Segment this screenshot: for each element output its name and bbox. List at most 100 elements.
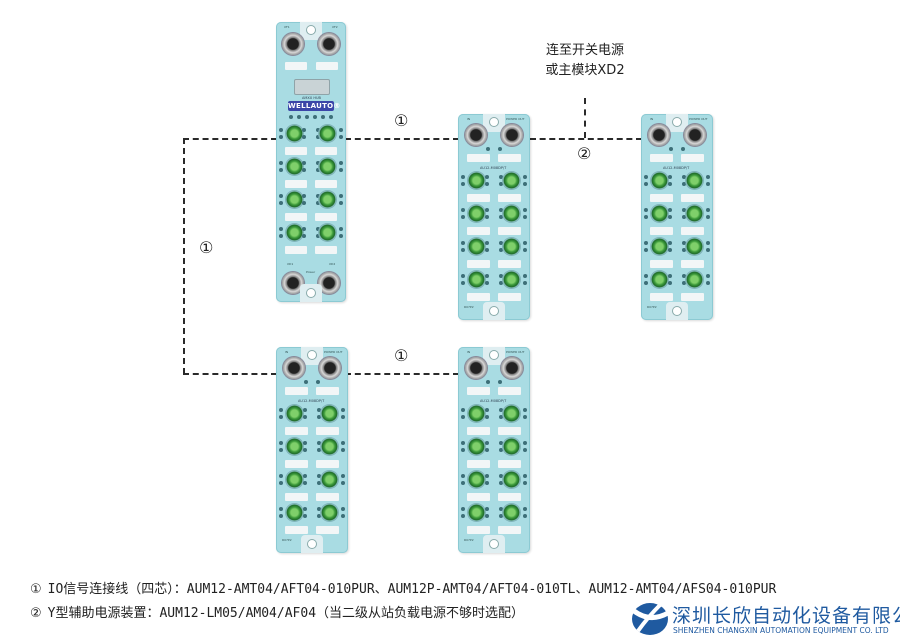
module-model: AU12-M08DP/T [663,166,690,170]
connector-in[interactable] [283,357,305,379]
status-led [316,380,320,384]
io-connector[interactable] [503,172,520,189]
io-connector[interactable] [468,405,485,422]
io-connector[interactable] [503,471,520,488]
port-label-in: IN [285,350,289,354]
status-led [499,175,503,179]
status-led [682,248,686,252]
io-connector[interactable] [686,172,703,189]
label-slot [498,526,521,534]
io-connector[interactable] [286,438,303,455]
io-connector[interactable] [319,224,336,241]
label-slot [316,62,338,70]
status-led [303,481,307,485]
io-connector[interactable] [503,504,520,521]
connector-xf1[interactable] [282,33,304,55]
io-connector[interactable] [286,125,303,142]
io-connector[interactable] [286,158,303,175]
status-led [523,175,527,179]
status-led [523,215,527,219]
io-connector[interactable] [503,238,520,255]
status-led [316,128,320,132]
status-led [316,227,320,231]
io-connector[interactable] [286,224,303,241]
status-led [681,147,685,151]
connector-xd1[interactable] [282,272,304,294]
status-led [499,241,503,245]
connector-in[interactable] [465,124,487,146]
status-led [644,175,648,179]
io-connector[interactable] [651,271,668,288]
callout-1-bottom: ① [394,346,409,365]
module-model: AU12-M08DP/T [298,399,325,403]
io-connector[interactable] [686,271,703,288]
label-slot [650,260,673,268]
io-connector[interactable] [503,205,520,222]
connector-in[interactable] [648,124,670,146]
status-led [302,135,306,139]
label-slot [315,147,337,155]
io-connector[interactable] [503,271,520,288]
status-led [279,135,283,139]
io-connector[interactable] [468,271,485,288]
io-connector[interactable] [686,238,703,255]
label-slot [467,526,490,534]
io-connector[interactable] [321,504,338,521]
io-connector[interactable] [319,158,336,175]
port-label-xd2: XD2 [329,262,336,266]
io-connector[interactable] [503,438,520,455]
connector-in[interactable] [465,357,487,379]
io-connector[interactable] [651,172,668,189]
status-led [339,161,343,165]
io-connector[interactable] [319,125,336,142]
io-connector[interactable] [321,405,338,422]
io-connector[interactable] [468,238,485,255]
io-connector[interactable] [468,438,485,455]
status-led [682,182,686,186]
status-led [302,168,306,172]
connector-power-out[interactable] [501,357,523,379]
io-connector[interactable] [286,405,303,422]
connector-xf2[interactable] [318,33,340,55]
io-connector[interactable] [468,471,485,488]
status-led [461,281,465,285]
io-connector[interactable] [468,172,485,189]
mount-hole [673,118,681,126]
io-connector[interactable] [503,405,520,422]
io-connector[interactable] [468,504,485,521]
io-connector[interactable] [286,471,303,488]
status-led [644,215,648,219]
io-connector[interactable] [286,191,303,208]
io-connector[interactable] [286,504,303,521]
status-led [499,415,503,419]
label-slot [467,387,490,395]
io-connector[interactable] [321,438,338,455]
io-connector[interactable] [651,238,668,255]
io-connector[interactable] [319,191,336,208]
status-led [317,441,321,445]
module-footer: R07P2 [282,538,292,542]
connector-power-out[interactable] [684,124,706,146]
io-connector[interactable] [321,471,338,488]
status-led [303,507,307,511]
io-connector[interactable] [651,205,668,222]
status-led [302,234,306,238]
status-led [341,474,345,478]
label-slot [681,227,704,235]
master-module[interactable]: XF1 XF2 AMXX HUB WELLAUTO® XD1 XD2 Power [276,22,346,302]
io-connector[interactable] [468,205,485,222]
power-source-note-line1: 连至开关电源 [545,43,624,58]
connector-power-out[interactable] [319,357,341,379]
status-led [523,274,527,278]
connector-power-out[interactable] [501,124,523,146]
connector-xd2[interactable] [318,272,340,294]
status-led [339,234,343,238]
io-connector[interactable] [686,205,703,222]
mount-hole [490,540,498,548]
status-led [523,481,527,485]
